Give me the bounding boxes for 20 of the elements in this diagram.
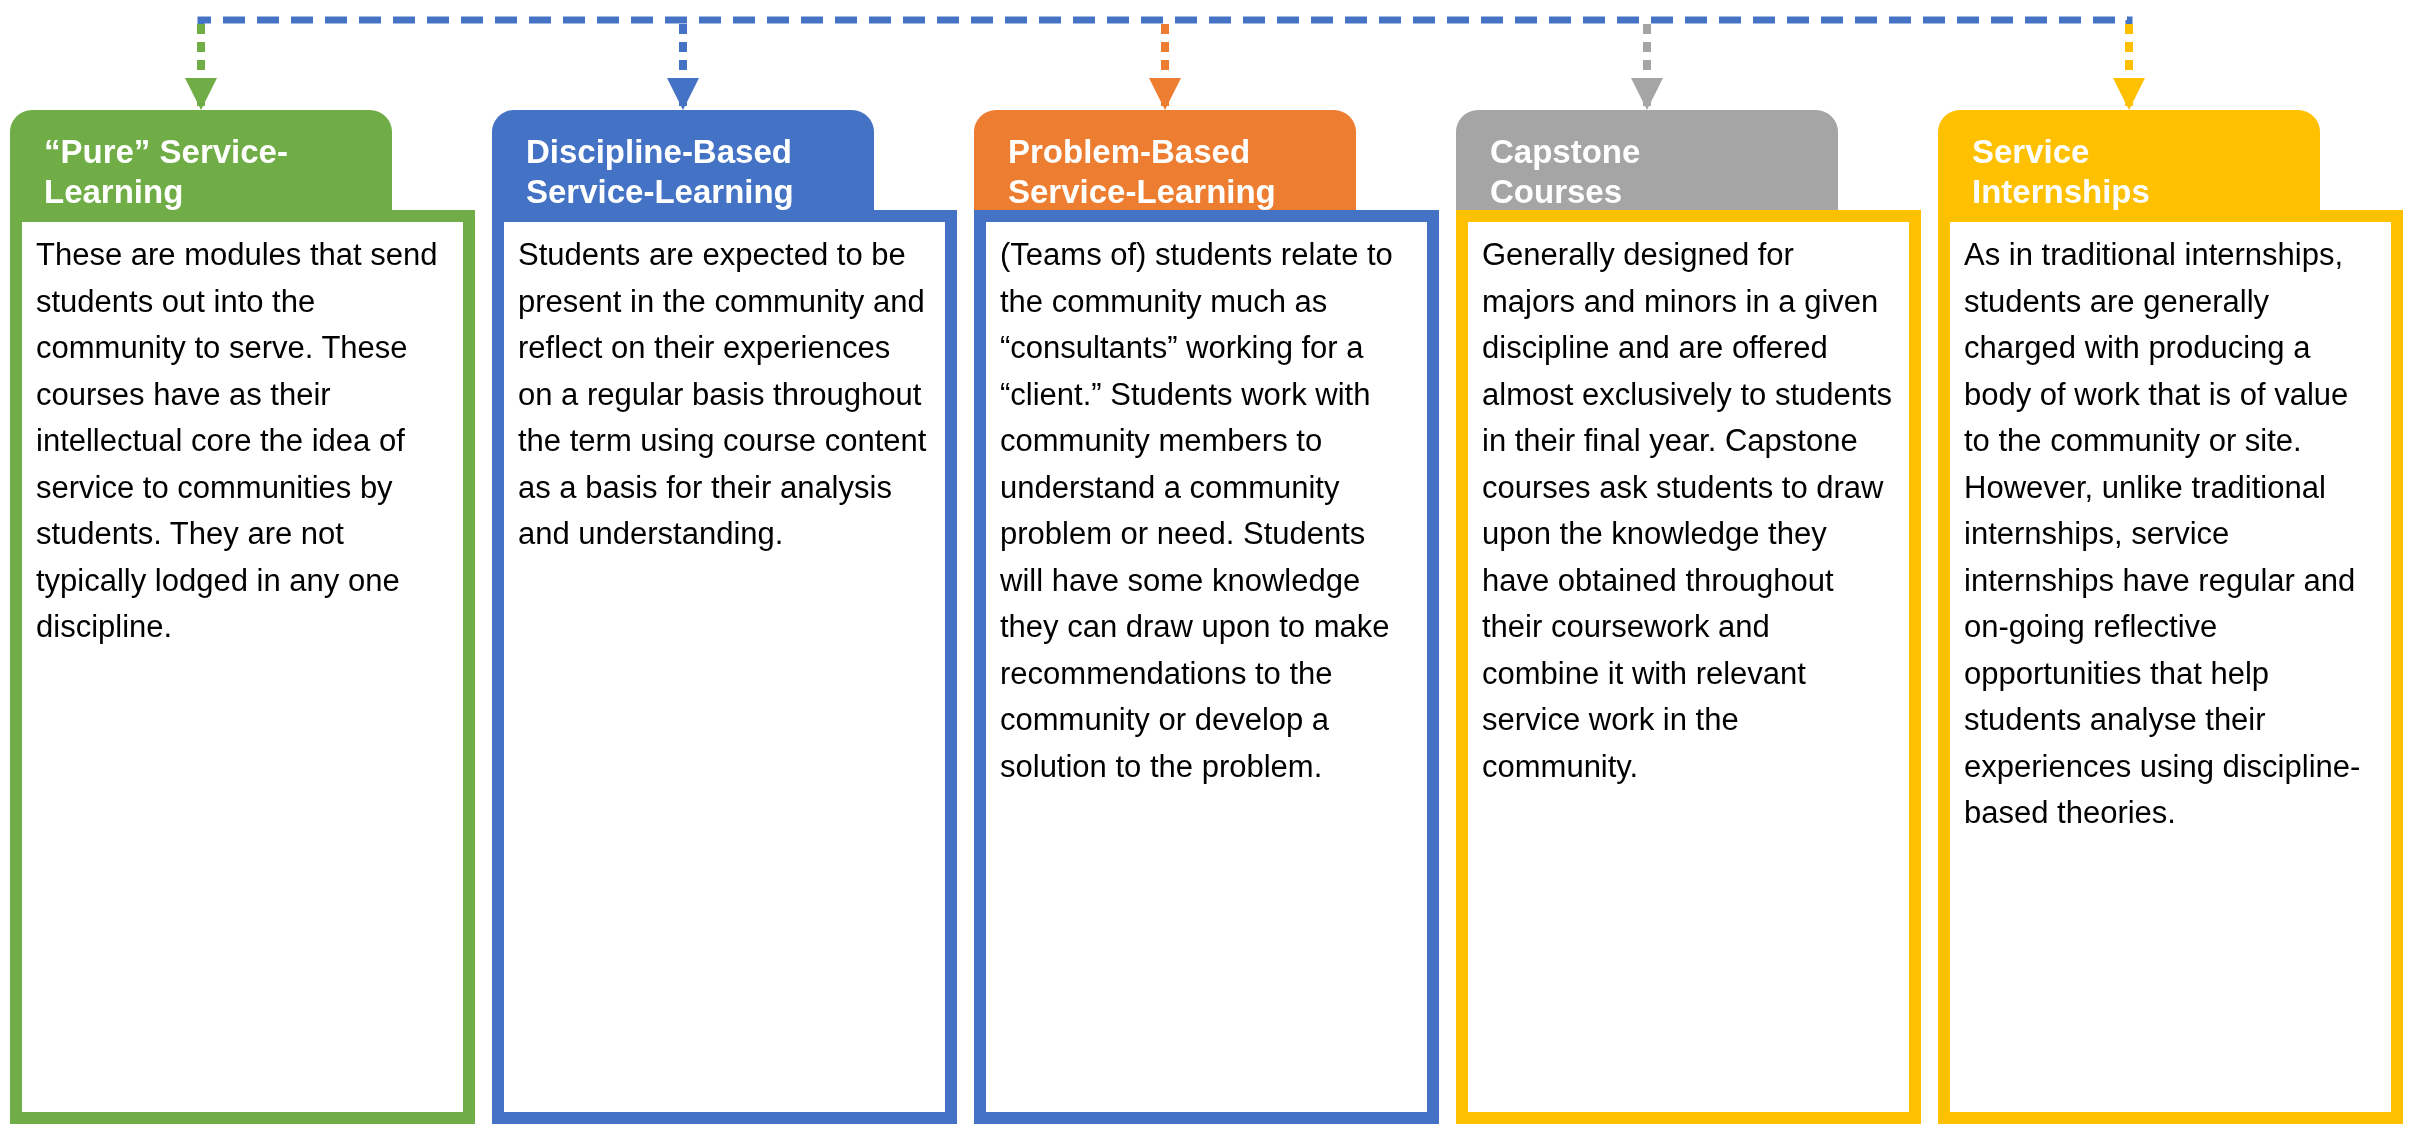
description-text: These are modules that send students out into the community to serve. These courses have as their intellectual core the idea of service to communities by students. They are not typically lodged in any one discipline.	[36, 237, 438, 644]
header-tab	[1456, 110, 1838, 210]
header-tab	[1938, 110, 2320, 210]
description-box	[10, 210, 475, 1124]
heading-text: Discipline-Based Service-Learning	[526, 132, 795, 212]
description-box	[1456, 210, 1921, 1124]
header-tab	[492, 110, 874, 210]
description-text: Generally designed for majors and minors in a given discipline and are offered almost exclusively to students in their final year. Capstone courses ask students to draw upon the knowledge they have obtained throughout their coursework and combine it with relevant service work in the community.	[1482, 237, 1893, 784]
description-box	[492, 210, 957, 1124]
heading-text: Problem-Based Service-Learning	[1008, 132, 1277, 212]
heading-text: Capstone Courses	[1490, 132, 1642, 212]
description-text: Students are expected to be present in the community and reflect on their experiences on a regular basis throughout the term using course content as a basis for their analysis and understanding.	[518, 237, 927, 551]
description-text: (Teams of) students relate to the community much as “consultants” working for a “client.” Students work with community members to understand a community problem or need. Students will have some knowledge they can draw upon to make recommendations to the community or develop a solution to the problem.	[1000, 237, 1393, 784]
header-tab	[974, 110, 1356, 210]
header-tab	[10, 110, 392, 210]
description-text: As in traditional internships, students are generally charged with producing a body of work that is of value to the community or site. However, unlike traditional internships, service internships have regular and on-going reflective opportunities that help students analyse their experiences using discipline-based theories.	[1964, 237, 2361, 830]
description-box	[974, 210, 1439, 1124]
heading-text: Service Internships	[1972, 132, 2151, 212]
description-box	[1938, 210, 2403, 1124]
heading-text: “Pure” Service-Learning	[44, 132, 289, 212]
